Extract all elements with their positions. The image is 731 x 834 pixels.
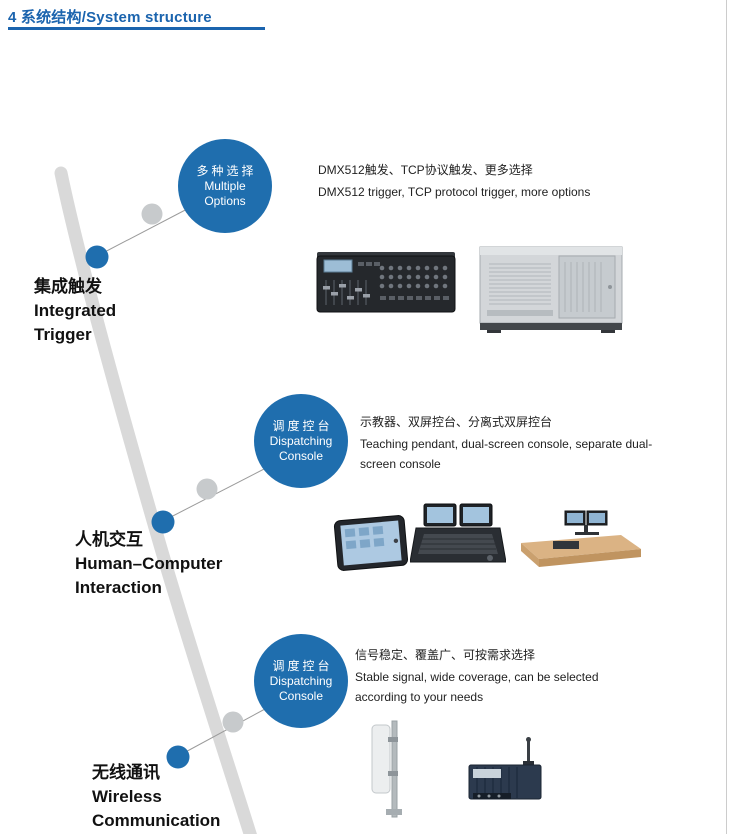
- console-display: [323, 259, 353, 273]
- bubble-zh-line: 调度控台: [272, 418, 333, 433]
- title-underline: [8, 27, 265, 30]
- bubble-zh-line: 调度控台: [272, 658, 333, 673]
- label-en-line2: Communication: [92, 811, 221, 830]
- blue-step-dot-1: [85, 245, 109, 269]
- console-knobs: [379, 265, 448, 289]
- bubble-multiple-options: 多种选择 Multiple Options: [178, 139, 272, 233]
- bubble-en-line1: Multiple: [204, 178, 246, 193]
- connector-line-2: [164, 467, 267, 521]
- pendant-screen: [340, 520, 402, 566]
- desc-en: Teaching pendant, dual-screen console, s…: [360, 437, 653, 471]
- desc-zh: 示教器、双屏控台、分离式双屏控台: [360, 415, 553, 429]
- section-desc-wireless: 信号稳定、覆盖广、可按需求选择 Stable signal, wide cove…: [355, 645, 650, 707]
- label-en-line1: Wireless: [92, 787, 162, 806]
- label-zh: 人机交互: [75, 530, 143, 549]
- dual-screen-console-image: [410, 503, 506, 563]
- page-right-border: [726, 0, 727, 834]
- section-desc-integrated-trigger: DMX512触发、TCP协议触发、更多选择 DMX512 trigger, TC…: [318, 160, 590, 202]
- teaching-pendant-image: [333, 515, 409, 571]
- bubble-en-line2: Options: [204, 193, 246, 208]
- section-desc-human-computer: 示教器、双屏控台、分离式双屏控台 Teaching pendant, dual-…: [360, 412, 660, 474]
- gray-step-dot-3: [222, 711, 244, 733]
- vent-lines: [489, 263, 551, 305]
- panel-antenna-image: [371, 720, 402, 818]
- label-en-line1: Human–Computer: [75, 554, 223, 573]
- desc-en: Stable signal, wide coverage, can be sel…: [355, 670, 599, 704]
- dmx-console-image: [316, 252, 456, 313]
- rack-door: [558, 255, 616, 319]
- label-en-line2: Trigger: [34, 325, 92, 344]
- page-title: 4 系统结构/System structure: [8, 9, 212, 26]
- gray-step-dot-1: [141, 203, 163, 225]
- gray-step-dot-2: [196, 478, 218, 500]
- section-label-wireless-communication: 无线通讯 Wireless Communication: [92, 761, 220, 833]
- label-en-line1: Integrated: [34, 301, 117, 320]
- desc-en: DMX512 trigger, TCP protocol trigger, mo…: [318, 185, 591, 199]
- separate-dual-screen-console-image: [521, 510, 641, 567]
- section-label-human-computer-interaction: 人机交互 Human–Computer Interaction: [75, 528, 222, 600]
- desk-top: [521, 535, 641, 559]
- industrial-computer-image: [479, 246, 623, 333]
- bubble-en-line2: Console: [278, 688, 324, 703]
- bubble-en-line2: Console: [278, 448, 324, 463]
- label-zh: 集成触发: [34, 277, 102, 296]
- desc-zh: 信号稳定、覆盖广、可按需求选择: [355, 648, 536, 662]
- connector-line-3: [179, 708, 266, 756]
- bubble-en-line1: Dispatching: [269, 673, 333, 688]
- bubble-zh-line: 多种选择: [196, 163, 257, 178]
- bubble-dispatching-console-2: 调度控台 Dispatching Console: [254, 634, 348, 728]
- connector-line-1: [98, 206, 192, 256]
- wireless-module-image: [468, 737, 542, 800]
- label-zh: 无线通讯: [92, 763, 160, 782]
- antenna-panel: [371, 724, 391, 794]
- label-en-line2: Interaction: [75, 578, 162, 597]
- curved-guide-line: [54, 166, 257, 834]
- bubble-dispatching-console-1: 调度控台 Dispatching Console: [254, 394, 348, 488]
- desc-zh: DMX512触发、TCP协议触发、更多选择: [318, 163, 533, 177]
- section-label-integrated-trigger: 集成触发 Integrated Trigger: [34, 275, 116, 347]
- bubble-en-line1: Dispatching: [269, 433, 333, 448]
